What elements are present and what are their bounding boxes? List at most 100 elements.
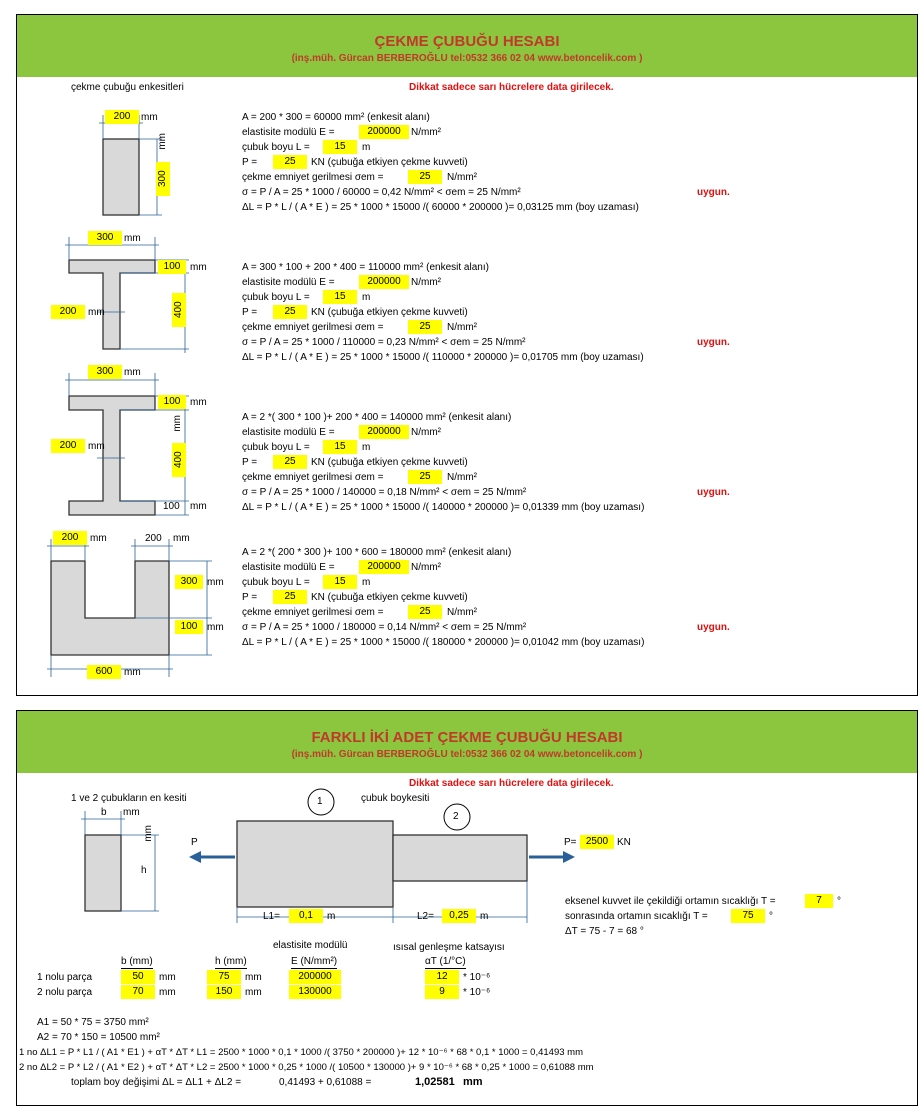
page-subtitle-2: (inş.müh. Gürcan BERBEROĞLU tel:0532 366…: [291, 749, 643, 760]
s4-e-unit: N/mm²: [411, 562, 441, 573]
s1-p-label: P =: [242, 157, 258, 168]
s4-e-input[interactable]: 200000: [359, 560, 409, 574]
l1-input[interactable]: 0,1: [289, 909, 323, 923]
s2-flange-input[interactable]: 100: [158, 260, 186, 274]
row1-h-input[interactable]: 75: [207, 970, 241, 984]
h-label: h: [141, 865, 147, 876]
s1-e-input[interactable]: 200000: [359, 125, 409, 139]
s4-s-input[interactable]: 25: [408, 605, 442, 619]
total-label: toplam boy değişimi ΔL = ΔL1 + ΔL2 =: [71, 1077, 242, 1088]
row2-a-input[interactable]: 9: [425, 985, 459, 999]
s2-web-h-input[interactable]: 400: [172, 293, 186, 327]
s1-l-input[interactable]: 15: [323, 140, 357, 154]
col-e-title: elastisite modülü: [273, 940, 348, 951]
warning-text: Dikkat sadece sarı hücrelere data girile…: [409, 82, 614, 93]
bar-cross-section: [84, 834, 122, 912]
s2-web-unit: mm: [88, 307, 105, 318]
s4-l-label: çubuk boyu L =: [242, 577, 310, 588]
col-b-header: b (mm): [121, 956, 153, 969]
bar-2-number: 2: [453, 811, 459, 822]
s3-web-unit: mm: [88, 441, 105, 452]
s3-area: A = 2 *( 300 * 100 )+ 200 * 400 = 140000…: [242, 412, 512, 423]
total-unit: mm: [463, 1076, 483, 1088]
row2-e-input[interactable]: 130000: [289, 985, 341, 999]
s4-p-input[interactable]: 25: [273, 590, 307, 604]
s1-width-input[interactable]: 200: [105, 110, 139, 124]
s3-web-h-input[interactable]: 400: [172, 443, 186, 477]
delta-t: ΔT = 75 - 7 = 68 °: [565, 926, 644, 937]
t2-label: sonrasında ortamın sıcaklığı T =: [565, 911, 708, 922]
s4-l-input[interactable]: 15: [323, 575, 357, 589]
s4-h2-input[interactable]: 100: [175, 620, 203, 634]
s3-top-unit: mm: [124, 367, 141, 378]
row2-h-unit: mm: [245, 987, 262, 998]
s1-e-unit: N/mm²: [411, 127, 441, 138]
s3-e-input[interactable]: 200000: [359, 425, 409, 439]
section-label-2: 1 ve 2 çubukların en kesiti: [71, 793, 187, 804]
s3-flange1-input[interactable]: 100: [158, 395, 186, 409]
s2-e-input[interactable]: 200000: [359, 275, 409, 289]
s4-h1-input[interactable]: 300: [175, 575, 203, 589]
warning-text-2: Dikkat sadece sarı hücrelere data girile…: [409, 778, 614, 789]
l2-unit: m: [480, 911, 489, 922]
s3-top-input[interactable]: 300: [88, 365, 122, 379]
s2-s-input[interactable]: 25: [408, 320, 442, 334]
row2-a-unit: * 10⁻⁶: [463, 987, 491, 998]
s4-elongation: ΔL = P * L / ( A * E ) = 25 * 1000 * 150…: [242, 637, 645, 648]
p-right-input[interactable]: 2500: [580, 835, 614, 849]
row1-a-input[interactable]: 12: [425, 970, 459, 984]
s2-stress: σ = P / A = 25 * 1000 / 110000 = 0,23 N/…: [242, 337, 526, 348]
s4-s-label: çekme emniyet gerilmesi σem =: [242, 607, 384, 618]
s4-p-unit: KN (çubuğa etkiyen çekme kuvveti): [311, 592, 468, 603]
row1-b-unit: mm: [159, 972, 176, 983]
row2-h-input[interactable]: 150: [207, 985, 241, 999]
s3-l-input[interactable]: 15: [323, 440, 357, 454]
s3-s-input[interactable]: 25: [408, 470, 442, 484]
s1-s-label: çekme emniyet gerilmesi σem =: [242, 172, 384, 183]
s3-flange1-unit: mm: [190, 397, 207, 408]
s3-flange2-unit: mm: [190, 501, 207, 512]
s2-top-input[interactable]: 300: [88, 231, 122, 245]
l1-label: L1=: [263, 911, 280, 922]
row1-label: 1 nolu parça: [37, 972, 93, 983]
s2-web-input[interactable]: 200: [51, 305, 85, 319]
s4-ok: uygun.: [697, 622, 730, 633]
col-a-title: ısısal genleşme katsayısı: [393, 942, 505, 953]
s1-s-input[interactable]: 25: [408, 170, 442, 184]
s1-p-input[interactable]: 25: [273, 155, 307, 169]
s2-p-unit: KN (çubuğa etkiyen çekme kuvveti): [311, 307, 468, 318]
s1-l-label: çubuk boyu L =: [242, 142, 310, 153]
s2-top-unit: mm: [124, 233, 141, 244]
bar-1-body: [236, 820, 394, 908]
page-subtitle: (inş.müh. Gürcan BERBEROĞLU tel:0532 366…: [291, 53, 643, 64]
s1-s-unit: N/mm²: [447, 172, 477, 183]
row1-e-input[interactable]: 200000: [289, 970, 341, 984]
row2-b-unit: mm: [159, 987, 176, 998]
bar-1-number: 1: [317, 796, 323, 807]
b-label: b: [101, 807, 107, 818]
row2-b-input[interactable]: 70: [121, 985, 155, 999]
row1-b-input[interactable]: 50: [121, 970, 155, 984]
s2-l-input[interactable]: 15: [323, 290, 357, 304]
s3-p-input[interactable]: 25: [273, 455, 307, 469]
s1-stress: σ = P / A = 25 * 1000 / 60000 = 0,42 N/m…: [242, 187, 521, 198]
s4-leg2-unit: mm: [173, 533, 190, 544]
l2-input[interactable]: 0,25: [442, 909, 476, 923]
panel-header: [17, 711, 917, 773]
bar-2-body: [392, 834, 528, 882]
s1-height-input[interactable]: 300: [156, 162, 170, 196]
s4-width-unit: mm: [124, 667, 141, 678]
s2-p-input[interactable]: 25: [273, 305, 307, 319]
s4-width-input[interactable]: 600: [87, 665, 121, 679]
s2-ok: uygun.: [697, 337, 730, 348]
s3-e-unit: N/mm²: [411, 427, 441, 438]
cross-sections-drawing: [47, 115, 212, 677]
t2-input[interactable]: 75: [731, 909, 765, 923]
p-right-label: P=: [564, 837, 577, 848]
s3-web-input[interactable]: 200: [51, 439, 85, 453]
s2-p-label: P =: [242, 307, 258, 318]
s4-leg-input[interactable]: 200: [53, 531, 87, 545]
bar-1-marker: [307, 788, 335, 816]
t1-input[interactable]: 7: [805, 894, 833, 908]
delta-l1: 1 no ΔL1 = P * L1 / ( A1 * E1 ) + αT * Δ…: [19, 1047, 583, 1058]
